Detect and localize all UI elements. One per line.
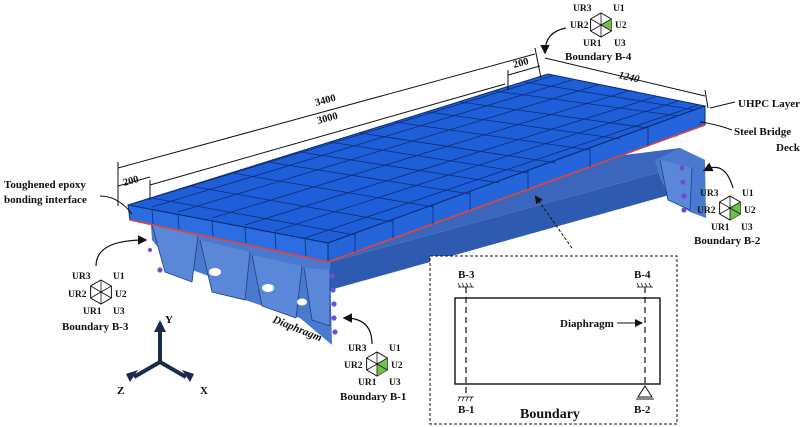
dim-200-left-label: 200 — [122, 174, 140, 189]
dimension-lines — [117, 47, 709, 206]
steel-deck-label-line1: Steel Bridge — [734, 126, 791, 138]
b4-ur1: UR1 — [583, 39, 602, 49]
dof-hexagon-icon-b2 — [719, 195, 741, 221]
epoxy-label-line1: Toughened epoxy — [4, 179, 86, 191]
b2-ur2: UR2 — [697, 206, 716, 216]
b2-arrow — [702, 162, 734, 189]
b3-ur1: UR1 — [83, 307, 102, 317]
dof-hexagon-icon-b3 — [90, 279, 112, 305]
boundary-b3-label: Boundary B-3 — [62, 321, 129, 333]
b3-ur3: UR3 — [72, 272, 91, 282]
steel-deck-label-line2: Deck — [776, 142, 801, 154]
inset-b2-label: B-2 — [634, 404, 651, 416]
inset-b4-label: B-4 — [634, 269, 651, 281]
b4-u1: U1 — [613, 4, 625, 14]
b1-u1: U1 — [389, 344, 401, 354]
b2-u2: U2 — [744, 206, 756, 216]
b4-ur3: UR3 — [573, 4, 592, 14]
boundary-b1-label: Boundary B-1 — [340, 391, 406, 403]
b3-u1: U1 — [113, 272, 125, 282]
b3-arrow — [95, 235, 148, 267]
boundary-b4-label: Boundary B-4 — [565, 51, 632, 63]
inset-diaphragm-label: Diaphragm — [560, 318, 614, 330]
b2-ur3: UR3 — [700, 189, 719, 199]
b1-ur3: UR3 — [348, 344, 367, 354]
b1-arrow — [342, 313, 373, 345]
uhpc-layer-label: UHPC Layer — [738, 98, 800, 110]
b1-u3: U3 — [389, 378, 401, 388]
epoxy-leader — [99, 195, 133, 215]
inset-title: Boundary — [520, 407, 580, 422]
inset-b1-label: B-1 — [458, 404, 475, 416]
uhpc-layer — [127, 73, 707, 263]
b2-u1: U1 — [742, 189, 754, 199]
axis-y-label: Y — [165, 314, 173, 326]
b4-u3: U3 — [614, 39, 626, 49]
axis-z-label: Z — [117, 385, 124, 397]
boundary-inset — [429, 255, 678, 425]
inset-pointer-line — [534, 195, 573, 249]
b1-ur2: UR2 — [344, 361, 363, 371]
b2-ur1: UR1 — [711, 223, 730, 233]
b3-ur2: UR2 — [68, 290, 87, 300]
b1-u2: U2 — [391, 361, 403, 371]
boundary-support-markers — [148, 131, 687, 335]
b3-u2: U2 — [115, 290, 127, 300]
uhpc-layer-leader — [709, 101, 736, 109]
dof-hexagon-icon-b1 — [366, 351, 388, 377]
boundary-b2-label: Boundary B-2 — [694, 235, 761, 247]
dim-1240-label: 1240 — [617, 70, 641, 86]
b4-arrow — [540, 27, 567, 55]
b1-ur1: UR1 — [358, 378, 377, 388]
steel-deck-leader — [699, 121, 733, 131]
dim-3000-label: 3000 — [316, 111, 339, 127]
b2-u3: U3 — [741, 223, 753, 233]
b3-u3: U3 — [113, 307, 125, 317]
b4-u2: U2 — [615, 21, 627, 31]
inset-b3-label: B-3 — [458, 269, 475, 281]
dim-3400-label: 3400 — [314, 93, 337, 109]
axis-x-label: X — [200, 385, 208, 397]
dim-200-right-label: 200 — [512, 56, 530, 71]
epoxy-label-line2: bonding interface — [4, 194, 87, 206]
coordinate-axes-icon — [126, 320, 194, 382]
dof-hexagon-icon-b4 — [590, 12, 612, 38]
b4-ur2: UR2 — [570, 21, 589, 31]
